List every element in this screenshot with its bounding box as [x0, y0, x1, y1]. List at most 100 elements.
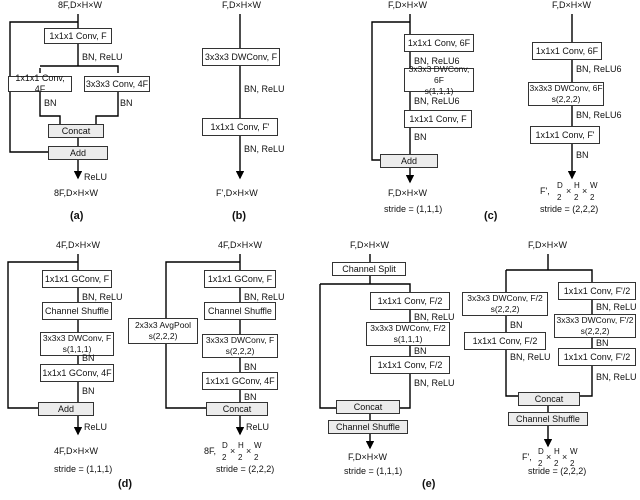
- d2-bn-label-2: BN: [244, 392, 257, 402]
- b-dwconv-3x3: 3x3x3 DWConv, F: [202, 48, 280, 66]
- e2-times-2: ×: [562, 452, 568, 462]
- a-bn-label-left: BN: [44, 98, 57, 108]
- c2-input-label: F,D×H×W: [552, 0, 592, 10]
- a-bn-label-right: BN: [120, 98, 133, 108]
- e1-bn-label: BN: [414, 346, 427, 356]
- d1-gconv-1x1-4f: 1x1x1 GConv, 4F: [40, 364, 114, 382]
- a-caption: (a): [70, 210, 84, 222]
- d1-stride-label: stride = (1,1,1): [54, 464, 113, 474]
- b-bn-relu-label-2: BN, ReLU: [244, 144, 285, 154]
- b-output-label: F',D×H×W: [216, 188, 258, 198]
- c1-output-label: F,D×H×W: [388, 188, 428, 198]
- e1-channel-shuffle: Channel Shuffle: [328, 420, 408, 434]
- d2-input-label: 4F,D×H×W: [218, 240, 263, 250]
- d2-stride-label: stride = (2,2,2): [216, 464, 275, 474]
- c2-conv-1x1-6f: 1x1x1 Conv, 6F: [532, 42, 602, 60]
- e2-channel-shuffle: Channel Shuffle: [508, 412, 588, 426]
- d2-avgpool: 2x3x3 AvgPool s(2,2,2): [128, 318, 198, 344]
- d1-bn-relu-label: BN, ReLU: [82, 292, 123, 302]
- d1-add-node: Add: [38, 402, 94, 416]
- a-conv-3x3-4f: 3x3x3 Conv, 4F: [84, 76, 150, 92]
- a-output-label: 8F,D×H×W: [54, 188, 99, 198]
- c2-times-2: ×: [582, 186, 588, 196]
- e2-bn-label-right: BN: [596, 338, 609, 348]
- e2-dwconv-3x3-f2-left: 3x3x3 DWConv, F/2 s(2,2,2): [462, 292, 548, 316]
- c1-bn-label: BN: [414, 132, 427, 142]
- c2-output-2c: 2: [590, 193, 595, 202]
- d2-output-2b: 2: [238, 453, 243, 462]
- c1-conv-1x1-6f: 1x1x1 Conv, 6F: [404, 34, 474, 52]
- d2-gconv-1x1-4f: 1x1x1 GConv, 4F: [202, 372, 278, 390]
- b-bn-relu-label-1: BN, ReLU: [244, 84, 285, 94]
- c1-bn-relu6-label-1: BN, ReLU6: [414, 56, 460, 66]
- e1-conv-1x1-f2-a: 1x1x1 Conv, F/2: [370, 292, 450, 310]
- d2-output-8f: 8F,: [204, 446, 217, 456]
- e2-concat-node: Concat: [518, 392, 580, 406]
- d-caption: (d): [118, 478, 133, 490]
- d2-times-2: ×: [246, 446, 252, 456]
- c1-conv-1x1-f: 1x1x1 Conv, F: [404, 110, 472, 128]
- d1-relu-label: ReLU: [84, 422, 108, 432]
- c1-add-node: Add: [380, 154, 438, 168]
- e1-bn-relu-label-1: BN, ReLU: [414, 312, 455, 322]
- e2-conv-1x1-fprime2-a: 1x1x1 Conv, F'/2: [558, 282, 636, 300]
- d2-dwconv-3x3-f: 3x3x3 DWConv, F s(2,2,2): [202, 334, 278, 358]
- e1-bn-relu-label-2: BN, ReLU: [414, 378, 455, 388]
- e1-stride-label: stride = (1,1,1): [344, 466, 403, 476]
- c2-output-d: D: [557, 181, 563, 190]
- e1-conv-1x1-f2-b: 1x1x1 Conv, F/2: [370, 356, 450, 374]
- b-conv-1x1: 1x1x1 Conv, F': [202, 118, 278, 136]
- c1-bn-relu6-label-2: BN, ReLU6: [414, 96, 460, 106]
- e2-bn-relu-label-left: BN, ReLU: [510, 352, 551, 362]
- d2-bn-label-1: BN: [244, 362, 257, 372]
- d2-output-d: D: [222, 441, 228, 450]
- c2-times-1: ×: [566, 186, 572, 196]
- e2-output-2a: 2: [538, 459, 543, 468]
- d2-output-2c: 2: [254, 453, 259, 462]
- d1-channel-shuffle: Channel Shuffle: [42, 302, 112, 320]
- a-add-node: Add: [48, 146, 108, 160]
- e1-dwconv-3x3-f2: 3x3x3 DWConv, F/2 s(1,1,1): [366, 322, 450, 346]
- d2-relu-label: ReLU: [246, 422, 270, 432]
- e2-bn-relu-label-right-1: BN, ReLU: [596, 302, 637, 312]
- e2-output-2b: 2: [554, 459, 559, 468]
- d1-gconv-1x1-f: 1x1x1 GConv, F: [42, 270, 112, 288]
- d2-output-2a: 2: [222, 453, 227, 462]
- a-relu-label: ReLU: [84, 172, 108, 182]
- c1-dwconv-3x3-6f: 3x3x3 DWConv, 6F s(1,1,1): [404, 64, 474, 96]
- d2-gconv-1x1-f: 1x1x1 GConv, F: [204, 270, 276, 288]
- a-concat-node: Concat: [48, 124, 104, 138]
- c2-output-fprime: F',: [540, 186, 550, 196]
- e1-output-label: F,D×H×W: [348, 452, 388, 462]
- c2-conv-1x1-fprime: 1x1x1 Conv, F': [530, 126, 600, 144]
- e2-conv-1x1-f2-left: 1x1x1 Conv, F/2: [464, 332, 546, 350]
- e1-input-label: F,D×H×W: [350, 240, 390, 250]
- c1-input-label: F,D×H×W: [388, 0, 428, 10]
- e2-output-fprime: F',: [522, 452, 532, 462]
- c2-output-2a: 2: [557, 193, 562, 202]
- e1-channel-split: Channel Split: [332, 262, 406, 276]
- c2-output-h: H: [574, 181, 580, 190]
- d2-times-1: ×: [230, 446, 236, 456]
- c2-output-2b: 2: [574, 193, 579, 202]
- d1-bn-label-2: BN: [82, 386, 95, 396]
- d1-input-label: 4F,D×H×W: [56, 240, 101, 250]
- a-conv-1x1-4f: 1x1x1 Conv, 4F: [8, 73, 72, 94]
- e2-output-h: H: [554, 447, 560, 456]
- d1-dwconv-3x3-f: 3x3x3 DWConv, F s(1,1,1): [40, 332, 114, 356]
- c-caption: (c): [484, 210, 498, 222]
- c2-dwconv-3x3-6f: 3x3x3 DWConv, 6F s(2,2,2): [528, 82, 604, 106]
- e2-conv-1x1-fprime2-b: 1x1x1 Conv, F'/2: [558, 348, 636, 366]
- b-input-label: F,D×H×W: [222, 0, 262, 10]
- e2-output-d: D: [538, 447, 544, 456]
- e1-concat-node: Concat: [336, 400, 400, 414]
- c1-stride-label: stride = (1,1,1): [384, 204, 443, 214]
- d2-bn-relu-label: BN, ReLU: [244, 292, 285, 302]
- d1-output-label: 4F,D×H×W: [54, 446, 99, 456]
- e2-dwconv-3x3-fprime2: 3x3x3 DWConv, F'/2 s(2,2,2): [554, 314, 636, 338]
- e-caption: (e): [422, 478, 436, 490]
- a-conv-1x1-f: 1x1x1 Conv, F: [44, 28, 112, 44]
- a-input-label: 8F,D×H×W: [58, 0, 103, 10]
- c2-bn-label: BN: [576, 150, 589, 160]
